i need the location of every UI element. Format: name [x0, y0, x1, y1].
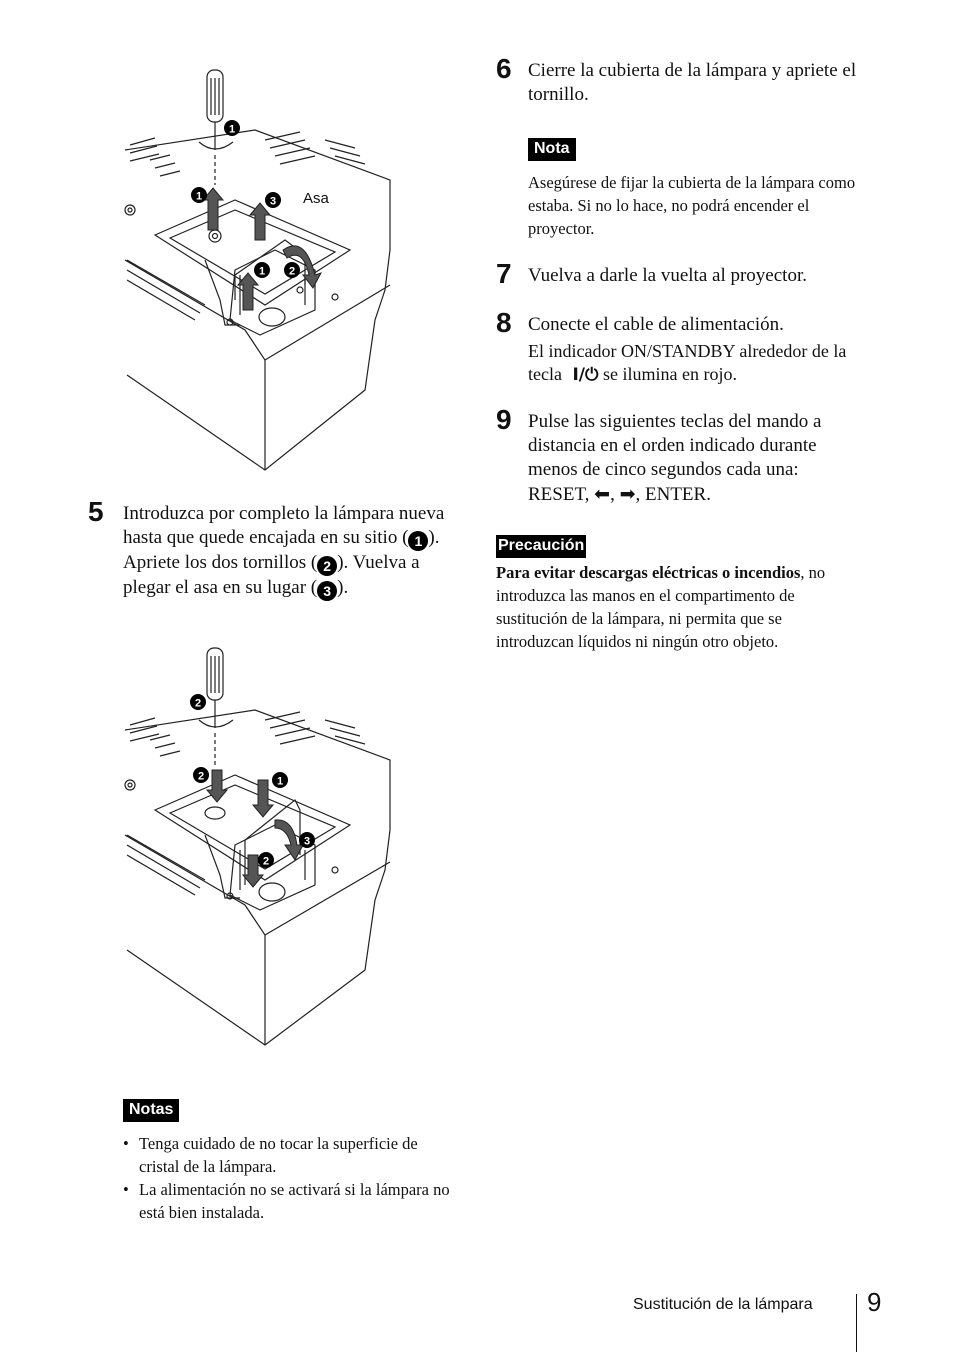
notes-item-1: Tenga cuidado de no tocar la superficie …	[123, 1132, 453, 1178]
step-5-text: Introduzca por completo la lámpara nueva…	[123, 502, 453, 601]
nota-label: Nota	[528, 138, 576, 161]
step-8-sub-b: se ilumina en rojo.	[602, 364, 737, 384]
power-key-icon: I/⏻	[572, 365, 599, 385]
step-8-sub-a: El indicador ON/STANDBY alrededor de la …	[528, 341, 847, 384]
callout-2: 2	[198, 771, 204, 783]
caution-text: Para evitar descargas eléctricas o incen…	[496, 561, 861, 653]
step-5-text-d: ).	[337, 577, 349, 598]
circled-2: 2	[317, 556, 338, 576]
notes-label: Notas	[123, 1099, 180, 1122]
step-8-number: 8	[496, 307, 512, 338]
step-5-text-b: ). Apriete los dos tornillos (	[123, 527, 440, 573]
handle-label: Asa	[303, 190, 330, 207]
caution-body: , no introduzca las manos en el comparti…	[496, 563, 826, 651]
step-7-text: Vuelva a darle la vuelta al proyector.	[528, 265, 807, 286]
step-5-number: 5	[88, 496, 104, 527]
notes-item-2: La alimentación no se activará si la lám…	[123, 1178, 453, 1224]
page-number: 9	[867, 1287, 882, 1317]
step-6-text: Cierre la cubierta de la lámpara y aprie…	[528, 60, 857, 105]
callout-4: 1	[259, 266, 265, 278]
callout-1: 2	[195, 698, 201, 710]
key-reset: RESET,	[528, 484, 590, 505]
callout-2: 1	[196, 191, 202, 203]
notes-heading: Notas	[123, 1099, 180, 1122]
footer-section-title: Sustitución de la lámpara	[633, 1296, 813, 1313]
callout-3: 1	[277, 776, 283, 788]
key-enter: , ENTER.	[635, 484, 711, 505]
caution-label: Precaución	[496, 535, 587, 558]
footer-divider	[856, 1294, 857, 1352]
step-8-subtext: El indicador ON/STANDBY alrededor de la …	[528, 340, 863, 387]
left-arrow-icon: ⬅	[594, 483, 611, 505]
callout-5: 2	[289, 266, 295, 278]
step-8-text: Conecte el cable de alimentación.	[528, 314, 784, 335]
notes-list: Tenga cuidado de no tocar la superficie …	[123, 1132, 453, 1224]
step-9-text: Pulse las siguientes teclas del mando a …	[528, 410, 863, 507]
caution-heading: Precaución	[496, 535, 587, 558]
nota-heading: Nota	[528, 138, 576, 161]
step-5-text-c: ). Vuelva a plegar el asa en su lugar (	[123, 552, 420, 598]
figure-lamp-removal: 1 1 3 1 2 Asa	[124, 69, 391, 471]
step-9-number: 9	[496, 404, 512, 435]
nota-text: Asegúrese de fijar la cubierta de la lám…	[528, 173, 856, 238]
caution-bold: Para evitar descargas eléctricas o incen…	[496, 563, 801, 582]
step-5-text-a: Introduzca por completo la lámpara nueva…	[123, 503, 445, 548]
circled-1: 1	[408, 531, 429, 551]
callout-4: 3	[304, 836, 310, 848]
right-arrow-icon: ➡	[619, 483, 636, 505]
callout-1: 1	[229, 124, 235, 136]
figure-lamp-installation: 2 2 1 3 2	[124, 647, 391, 1046]
arrow-separator: ,	[610, 484, 615, 505]
callout-5: 2	[263, 856, 269, 868]
step-7-number: 7	[496, 258, 512, 289]
step-6-number: 6	[496, 53, 512, 84]
step-9-text-a: Pulse las siguientes teclas del mando a …	[528, 411, 822, 480]
circled-3: 3	[317, 581, 338, 601]
callout-3: 3	[270, 196, 276, 208]
